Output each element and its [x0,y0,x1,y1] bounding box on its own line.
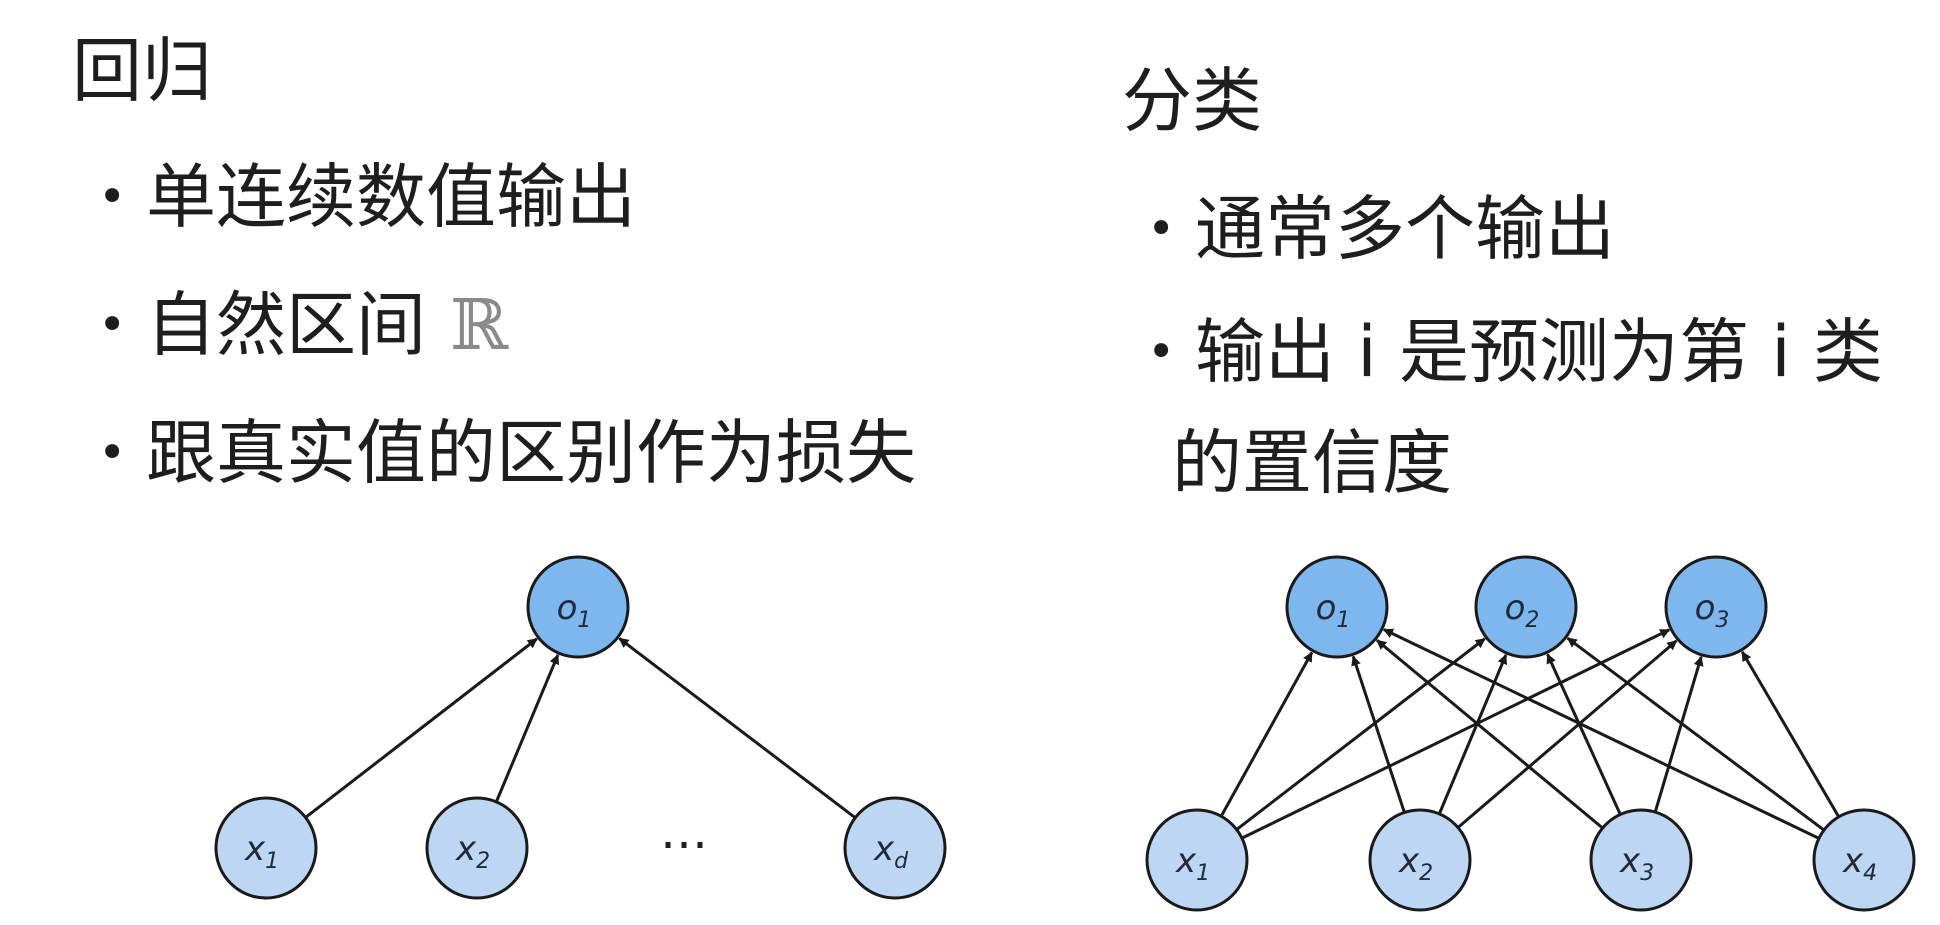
classification-nodes: o1 o2 o3 x1 x2 x3 x4 [1145,555,1916,912]
classification-output-node-3-label: o3 [1695,588,1730,633]
classification-edge-x4-o1 [1382,628,1820,840]
classification-edge-x1-o1 [1219,651,1314,817]
regression-output-node: o1 [526,555,630,659]
classification-output-node-2-circle [1474,555,1578,659]
regression-bullet-1: 单连续数值输出 [98,162,916,232]
classification-input-node-3: x3 [1589,808,1693,912]
regression-input-node-3-label: xd [873,829,909,874]
regression-bullet-2-text: 自然区间 [146,284,426,366]
classification-edge-x3-o2 [1546,653,1622,816]
classification-output-node-2: o2 [1474,555,1578,659]
classification-bullet-2: 输出 i 是预测为第 i 类 [1147,317,1883,387]
classification-edge-x1-o2 [1235,637,1486,831]
regression-edges [304,637,857,819]
classification-edge-x3-o3 [1653,655,1704,813]
regression-output-node-label: o1 [557,588,592,633]
classification-output-node-2-label: o2 [1505,588,1540,633]
classification-input-node-3-circle [1589,808,1693,912]
regression-input-node-1-label: x1 [244,829,279,874]
classification-edge-x4-o2 [1566,636,1825,832]
classification-edges [1219,628,1841,840]
classification-output-node-3: o3 [1664,555,1768,659]
regression-edge-3 [618,637,857,819]
classification-input-node-1: x1 [1145,808,1249,912]
classification-edge-x1-o3 [1241,628,1671,840]
regression-bullet-1-text: 单连续数值输出 [146,156,636,238]
regression-input-node-2-circle [425,796,529,900]
classification-bullet-2-text: 输出 i 是预测为第 i 类 [1195,311,1883,393]
classification-output-node-1: o1 [1285,555,1389,659]
classification-bullet-1: 通常多个输出 [1147,194,1883,264]
classification-edge-x4-o3 [1740,651,1841,818]
regression-input-node-1-circle [214,796,318,900]
classification-input-node-4-label: x4 [1842,841,1877,886]
regression-input-node-3-circle [843,796,947,900]
regression-input-node-2: x2 [425,796,529,900]
classification-output-node-3-circle [1664,555,1768,659]
classification-input-node-1-circle [1145,808,1249,912]
regression-input-node-3: xd [843,796,947,900]
classification-bullet-2-continuation: 的置信度 [1172,422,1452,504]
classification-title: 分类 [1122,60,1262,142]
regression-bullet-3-text: 跟真实值的区别作为损失 [146,412,916,494]
classification-bullet-1-text: 通常多个输出 [1195,188,1615,270]
classification-output-node-1-circle [1285,555,1389,659]
regression-ellipsis: … [660,804,708,860]
regression-bullet-3: 跟真实值的区别作为损失 [98,418,916,488]
regression-input-node-2-label: x2 [455,829,490,874]
classification-input-node-3-label: x3 [1619,841,1654,886]
classification-input-node-2-label: x2 [1398,841,1433,886]
classification-output-node-1-label: o1 [1316,588,1351,633]
regression-input-node-1: x1 [214,796,318,900]
regression-title: 回归 [72,30,212,112]
classification-input-node-4-circle [1812,808,1916,912]
classification-input-node-2: x2 [1368,808,1472,912]
classification-edge-x2-o1 [1351,655,1406,813]
classification-edge-x2-o3 [1457,639,1678,829]
regression-nodes: o1 x1 x2 xd [214,555,947,900]
regression-edge-2 [494,654,560,803]
classification-bullet-list: 通常多个输出 输出 i 是预测为第 i 类 [1147,194,1883,440]
classification-input-node-4: x4 [1812,808,1916,912]
classification-edge-x2-o2 [1437,654,1508,815]
classification-input-node-1-label: x1 [1175,841,1210,886]
regression-edge-1 [304,637,538,819]
classification-edge-x3-o1 [1376,639,1604,830]
classification-input-node-2-circle [1368,808,1472,912]
real-number-symbol: ℝ [450,284,509,366]
regression-output-node-circle [526,555,630,659]
